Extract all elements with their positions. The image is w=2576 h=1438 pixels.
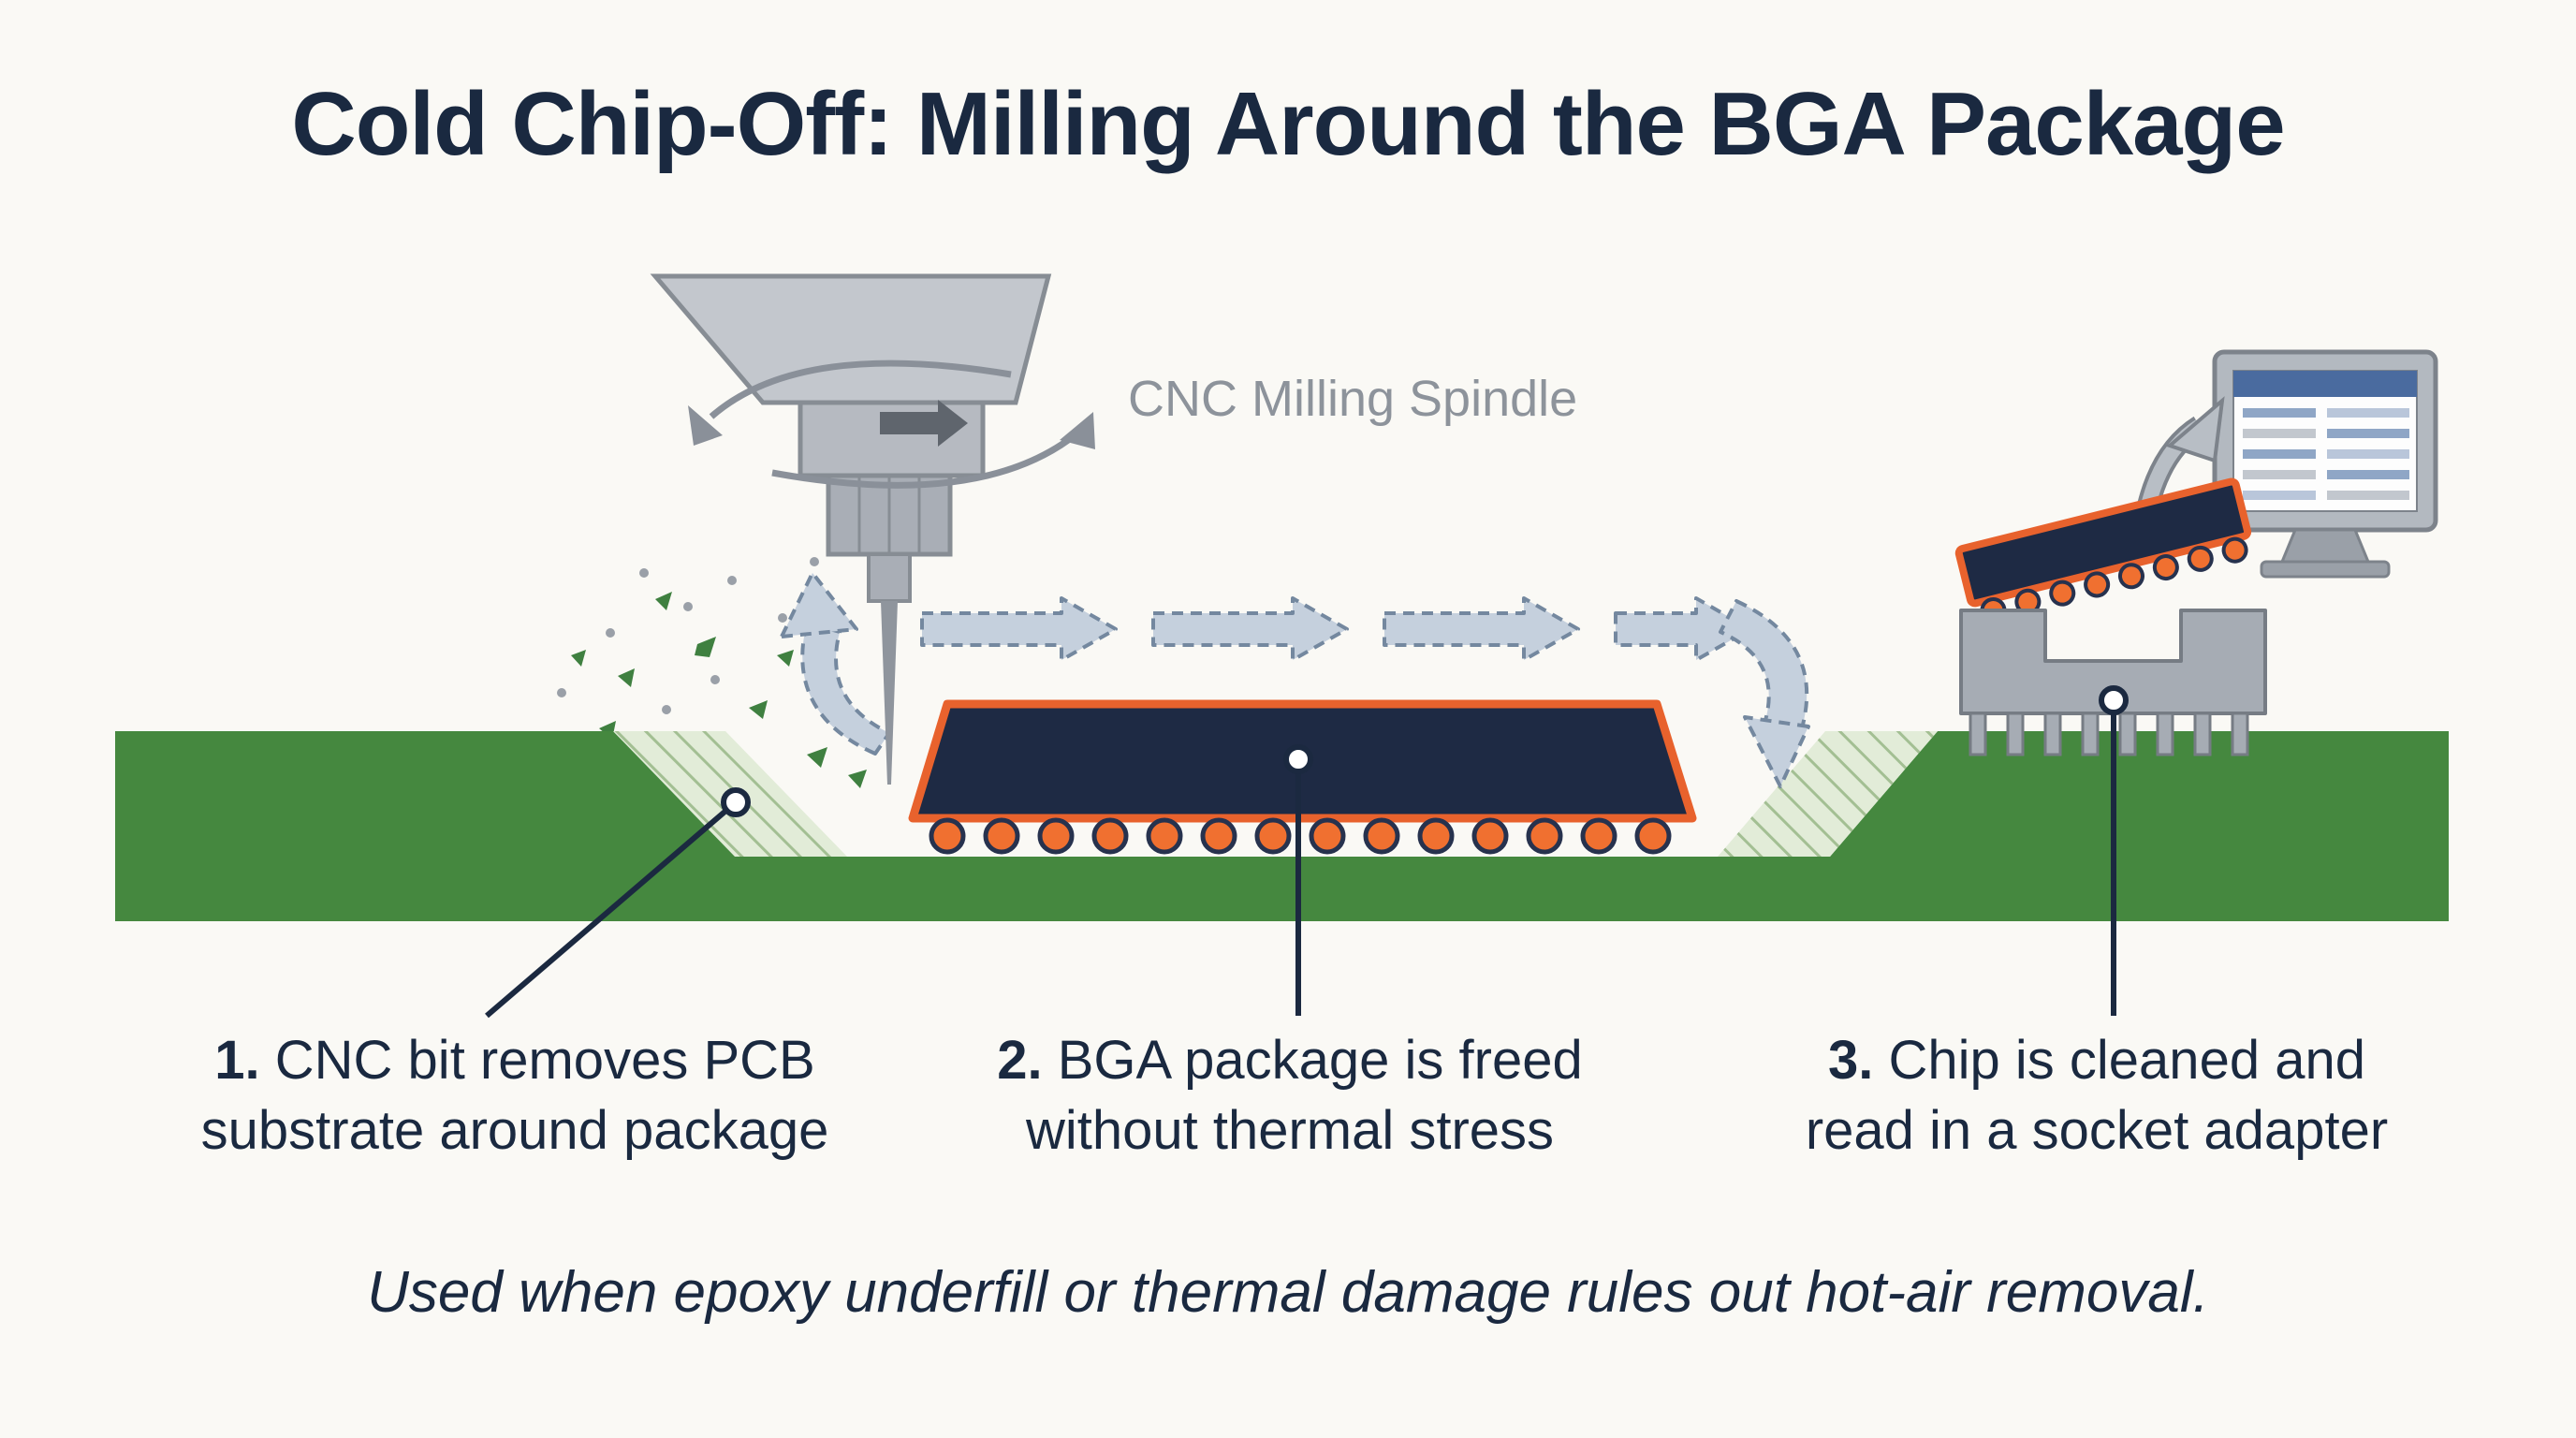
socket-pins xyxy=(1969,712,2249,756)
callout-dot-1 xyxy=(721,787,751,817)
callout-step-1: 1. CNC bit removes PCB substrate around … xyxy=(201,1025,829,1167)
callout-1-number: 1. xyxy=(214,1030,260,1091)
path-curve-down-icon xyxy=(1719,599,1809,740)
path-curve-down-head-icon xyxy=(1743,715,1810,788)
computer-monitor-icon xyxy=(2212,349,2438,579)
bga-package xyxy=(908,699,1697,855)
solder-balls xyxy=(929,817,1672,855)
milling-path-arrows-icon xyxy=(780,571,1810,788)
spindle-shaft xyxy=(867,552,912,603)
callout-dot-3 xyxy=(2099,685,2129,715)
callout-2-number: 2. xyxy=(997,1030,1043,1091)
socket-adapter-icon xyxy=(1959,609,2267,756)
callout-3-line-1: 3. Chip is cleaned and xyxy=(1828,1030,2365,1091)
callout-1-line-2: substrate around package xyxy=(200,1100,829,1162)
callout-1-line-1: 1. CNC bit removes PCB xyxy=(214,1030,815,1091)
milled-area-right xyxy=(1718,731,1938,857)
spindle-housing xyxy=(650,273,1052,405)
callout-3-number: 3. xyxy=(1828,1030,1874,1091)
callout-leaders xyxy=(485,685,2129,1019)
monitor-text-lines xyxy=(2243,408,2409,500)
cnc-spindle xyxy=(650,273,1095,785)
callout-3-line-2: read in a socket adapter xyxy=(1805,1100,2389,1162)
callout-step-3: 3. Chip is cleaned and read in a socket … xyxy=(1806,1025,2388,1167)
path-curve-up-head-icon xyxy=(780,571,858,638)
drill-bit-icon xyxy=(881,601,898,785)
callout-step-2: 2. BGA package is freed without thermal … xyxy=(997,1025,1583,1167)
pcb-board xyxy=(115,731,2449,921)
page-title: Cold Chip-Off: Milling Around the BGA Pa… xyxy=(291,74,2285,174)
rotation-arrows-icon xyxy=(688,360,1095,489)
lifted-chip xyxy=(1954,477,2252,624)
path-curve-up-icon xyxy=(800,621,891,756)
spindle-label: CNC Milling Spindle xyxy=(1128,371,1578,427)
callout-dot-2 xyxy=(1283,744,1313,774)
callout-line-1 xyxy=(485,800,738,1019)
bottom-caption: Used when epoxy underfill or thermal dam… xyxy=(367,1260,2209,1325)
callout-2-line-1: 2. BGA package is freed xyxy=(997,1030,1583,1091)
callout-2-line-2: without thermal stress xyxy=(1025,1100,1555,1162)
debris-particles-icon xyxy=(557,557,867,788)
feed-direction-arrow-icon xyxy=(880,400,968,447)
lift-arrow-icon xyxy=(2137,396,2225,509)
